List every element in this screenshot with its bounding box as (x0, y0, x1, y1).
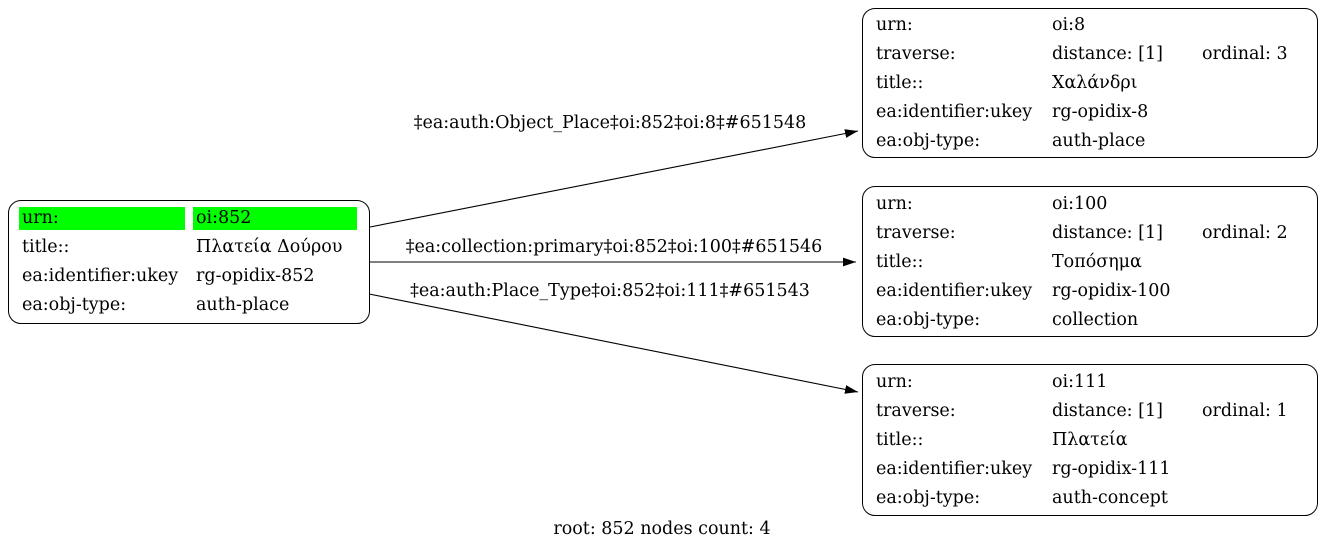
edge-line-to-oi-8 (369, 129, 859, 228)
node-row: traverse: distance: [1] ordinal: 2 (863, 218, 1317, 247)
node-row: ea:obj-type: auth-place (9, 291, 369, 320)
node-row: ea:identifier:ukey rg-opidix-8 (863, 98, 1317, 127)
row-key: ea:identifier:ukey (22, 266, 179, 286)
row-key: ea:obj-type: (876, 131, 981, 151)
row-key: ea:obj-type: (876, 309, 981, 330)
node-row: ea:obj-type: auth-place (863, 127, 1317, 156)
row-value: oi:111 (1052, 372, 1108, 392)
row-value: distance: [1] (1052, 44, 1163, 64)
row-value: collection (1052, 309, 1139, 330)
row-key: urn: (876, 372, 913, 392)
edge-line-to-oi-111 (368, 293, 859, 394)
row-key: ea:identifier:ukey (876, 459, 1033, 479)
row-key: urn: (19, 207, 185, 230)
row-value: Πλατεία Δούρου (196, 237, 343, 257)
node-row: ea:obj-type: auth-concept (863, 484, 1317, 513)
node-row: ea:obj-type: collection (863, 305, 1317, 334)
row-value: rg-opidix-852 (196, 266, 315, 286)
row-key: ea:identifier:ukey (876, 280, 1033, 301)
node-row: urn: oi:100 (863, 189, 1317, 218)
node-row: ea:identifier:ukey rg-opidix-100 (863, 276, 1317, 305)
graph-node-oi-111: urn: oi:111 traverse: distance: [1] ordi… (862, 364, 1318, 516)
row-value: auth-concept (1052, 488, 1168, 508)
node-row: ea:identifier:ukey rg-opidix-111 (863, 455, 1317, 484)
row-key: title:: (876, 430, 924, 450)
row-key: title:: (22, 237, 70, 257)
graph-node-oi-8: urn: oi:8 traverse: distance: [1] ordina… (862, 8, 1318, 158)
row-value: rg-opidix-100 (1052, 280, 1171, 301)
row-key: urn: (876, 15, 913, 35)
row-key: ea:obj-type: (876, 488, 981, 508)
row-value: distance: [1] (1052, 222, 1163, 243)
row-key: traverse: (876, 401, 956, 421)
graph-caption: root: 852 nodes count: 4 (553, 519, 771, 539)
edge-label-collection-primary: ‡ea:collection:primary‡oi:852‡oi:100‡#65… (405, 237, 823, 257)
row-ordinal: ordinal: 2 (1202, 222, 1288, 243)
node-row: title:: Τοπόσημα (863, 247, 1317, 276)
node-row: traverse: distance: [1] ordinal: 1 (863, 397, 1317, 426)
row-key: ea:obj-type: (22, 295, 127, 315)
row-key: title:: (876, 73, 924, 93)
row-value: oi:8 (1052, 15, 1086, 35)
row-ordinal: ordinal: 3 (1202, 44, 1288, 64)
row-value: oi:852 (193, 207, 357, 230)
row-key: title:: (876, 251, 924, 272)
node-row: urn: oi:852 (9, 204, 369, 233)
edge-label-object-place: ‡ea:auth:Object_Place‡oi:852‡oi:8‡#65154… (413, 113, 807, 133)
row-value: oi:100 (1052, 193, 1108, 214)
node-row: title:: Πλατεία (863, 426, 1317, 455)
row-value: rg-opidix-111 (1052, 459, 1171, 479)
row-key: traverse: (876, 222, 956, 243)
row-value: Χαλάνδρι (1052, 73, 1138, 93)
row-value: distance: [1] (1052, 401, 1163, 421)
row-value: Τοπόσημα (1052, 251, 1142, 272)
node-row: ea:identifier:ukey rg-opidix-852 (9, 262, 369, 291)
row-ordinal: ordinal: 1 (1202, 401, 1288, 421)
row-value: Πλατεία (1052, 430, 1128, 450)
row-key: ea:identifier:ukey (876, 102, 1033, 122)
graph-node-root-oi-852: urn: oi:852 title:: Πλατεία Δούρου ea:id… (8, 200, 370, 324)
node-row: title:: Πλατεία Δούρου (9, 233, 369, 262)
row-value: auth-place (1052, 131, 1146, 151)
node-row: urn: oi:8 (863, 11, 1317, 40)
row-value: auth-place (196, 295, 290, 315)
row-key: traverse: (876, 44, 956, 64)
node-row: traverse: distance: [1] ordinal: 3 (863, 40, 1317, 69)
node-row: urn: oi:111 (863, 368, 1317, 397)
graph-node-oi-100: urn: oi:100 traverse: distance: [1] ordi… (862, 186, 1318, 337)
node-row: title:: Χαλάνδρι (863, 69, 1317, 98)
row-key: urn: (876, 193, 913, 214)
edge-label-place-type: ‡ea:auth:Place_Type‡oi:852‡oi:111‡#65154… (410, 281, 810, 301)
row-value: rg-opidix-8 (1052, 102, 1149, 122)
